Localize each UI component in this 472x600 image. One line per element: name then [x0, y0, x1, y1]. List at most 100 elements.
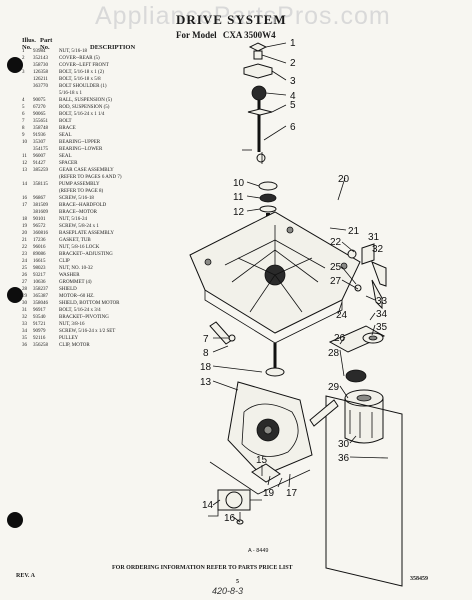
document-number: 358459: [410, 576, 428, 582]
column-description-header: DESCRIPTION: [90, 44, 136, 51]
part-number-cell: 358046: [33, 301, 48, 306]
part-number-cell: 17236: [33, 238, 46, 243]
part-key-cell: 33: [22, 322, 27, 327]
part-number-cell: 358237: [33, 287, 48, 292]
part-description-cell: GASKET, TUB: [59, 238, 91, 243]
part-description-cell: BRACE--HARDFOLD: [59, 203, 107, 208]
part-key-cell: 23: [22, 252, 27, 257]
part-key-cell: 10: [22, 140, 27, 145]
part-description-cell: SPACER: [59, 161, 78, 166]
part-number-cell: 126358: [33, 70, 48, 75]
punch-hole-bottom: [7, 512, 23, 528]
part-description-cell: BRACKET--PIVOTING: [59, 315, 109, 320]
callout-7: 7: [203, 334, 209, 345]
callout-10: 10: [233, 178, 245, 189]
part-key-cell: 12: [22, 161, 27, 166]
part-description-cell: BOLT SHOULDER (1): [59, 84, 107, 89]
part-key-cell: 27: [22, 280, 27, 285]
part-description-cell: NUT, 5/16-24: [59, 217, 87, 222]
part-number-cell: 126211: [33, 77, 48, 82]
part-number-cell: 352143: [33, 56, 48, 61]
part-description-cell: SHIELD: [59, 287, 77, 292]
table-row: (REFER TO PAGE 8): [22, 188, 200, 195]
callout-4: 4: [290, 91, 296, 102]
part-key-cell: 8: [22, 126, 25, 131]
callout-21: 21: [348, 226, 360, 237]
gear-case-assembly: [209, 321, 339, 495]
part-key-cell: 22: [22, 245, 27, 250]
motor-assembly: [325, 325, 403, 587]
part-key-cell: 36: [22, 343, 27, 348]
callout-22: 22: [330, 237, 342, 248]
part-description-cell: COVER--LEFT FRONT: [59, 63, 109, 68]
part-description-cell: (REFER TO PAGE 8): [59, 189, 104, 194]
part-key-cell: 16: [22, 196, 27, 201]
part-number-cell: 358115: [33, 182, 48, 187]
part-key-cell: 5: [22, 105, 25, 110]
table-row: 2 352143 COVER--REAR (5): [22, 55, 200, 62]
callout-19: 19: [263, 488, 275, 499]
callout-25: 25: [330, 262, 342, 273]
part-number-cell: 96016: [33, 245, 46, 250]
part-key-cell: 2: [22, 56, 25, 61]
part-key-cell: 7: [22, 119, 25, 124]
part-number-cell: 16615: [33, 259, 46, 264]
part-description-cell: SHIELD, BOTTOM MOTOR: [59, 301, 120, 306]
part-description-cell: SCREW, 5/8-24 x 1: [59, 224, 99, 229]
part-key-cell: 31: [22, 308, 27, 313]
part-description-cell: PUMP ASSEMBLY: [59, 182, 100, 187]
callout-35: 35: [376, 322, 388, 333]
part-number-cell: 356258: [33, 343, 48, 348]
revision-label: REV. A: [16, 573, 35, 579]
part-description-cell: COVER--REAR (5): [59, 56, 100, 61]
column-key-header-line2: No.: [22, 44, 32, 51]
part-number-cell: 10636: [33, 280, 46, 285]
part-key-cell: 32: [22, 315, 27, 320]
callout-1: 1: [290, 38, 296, 49]
part-number-cell: 91721: [33, 322, 46, 327]
part-number-cell: 67270: [33, 105, 46, 110]
callout-30: 30: [338, 439, 350, 450]
table-row: (REFER TO PAGES 6 AND 7): [22, 174, 200, 181]
part-description-cell: BASEPLATE ASSEMBLY: [59, 231, 114, 236]
part-description-cell: CLIP: [59, 259, 70, 264]
part-number-cell: 354175: [33, 147, 48, 152]
model-number: CXA 3500W4: [222, 30, 276, 40]
part-number-cell: 365387: [33, 294, 48, 299]
table-row: 363770 BOLT SHOULDER (1): [22, 83, 200, 90]
punch-hole-middle: [7, 287, 23, 303]
callout-18-left: 18: [200, 362, 212, 373]
part-description-cell: BALL, SUSPENSION (5): [59, 98, 112, 103]
part-description-cell: BOLT: [59, 119, 72, 124]
part-key-cell: 4: [22, 98, 25, 103]
part-number-cell: 363770: [33, 84, 48, 89]
part-description-cell: CLIP, MOTOR: [59, 343, 90, 348]
part-description-cell: SCREW, 5/16-24 x 1/2 SET: [59, 329, 116, 334]
part-description-cell: WASHER: [59, 273, 80, 278]
callout-28: 28: [328, 348, 340, 359]
part-key-cell: 17: [22, 203, 27, 208]
table-row: 7 355651 BOLT: [22, 118, 200, 125]
column-part-header: Part No.: [40, 37, 52, 51]
part-number-cell: 96007: [33, 154, 46, 159]
part-key-cell: 3: [22, 70, 25, 75]
leader-lines: [212, 42, 389, 523]
punch-hole-top: [7, 57, 23, 73]
callout-26: 26: [334, 333, 346, 344]
part-number-cell: 355651: [33, 119, 48, 124]
callout-13: 13: [200, 377, 212, 388]
